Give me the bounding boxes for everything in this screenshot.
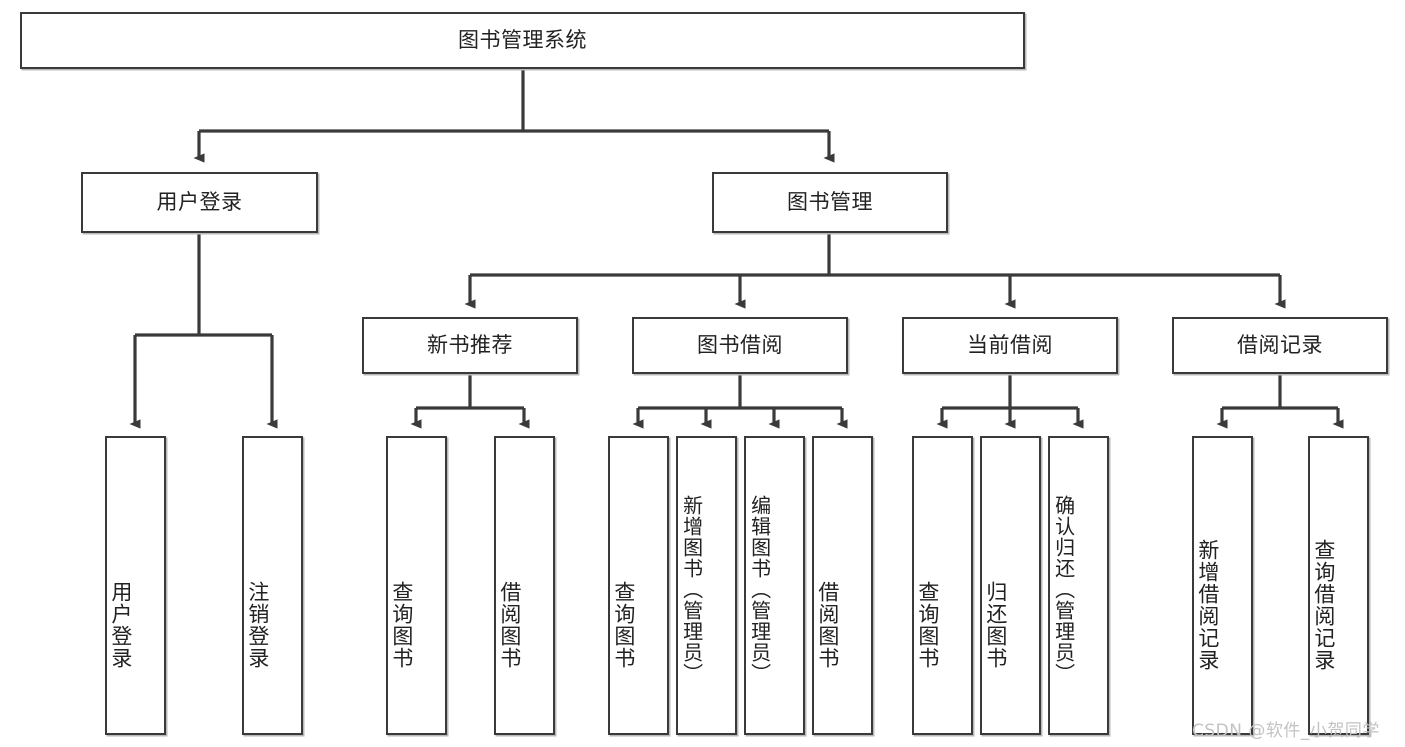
node-book-borrow[interactable]: 图书借阅 — [632, 317, 848, 374]
leaf-query-book-3[interactable]: 查询图书 — [912, 436, 973, 735]
leaf-user-login[interactable]: 用户登录 — [105, 436, 166, 735]
leaf-return-book[interactable]: 归还图书 — [980, 436, 1041, 735]
leaf-confirm-return[interactable]: 确认归还（管理员） — [1048, 436, 1109, 735]
node-new-book-rec[interactable]: 新书推荐 — [362, 317, 578, 374]
leaf-query-book-2-label: 查询图书 — [611, 580, 636, 669]
watermark: CSDN @软件_小贺同学 — [1192, 721, 1380, 741]
leaf-return-book-label: 归还图书 — [983, 580, 1008, 669]
leaf-query-record[interactable]: 查询借阅记录 — [1308, 436, 1369, 735]
leaf-add-book-label: 新增图书（管理员） — [679, 495, 704, 684]
leaf-borrow-book-1-label: 借阅图书 — [497, 580, 522, 669]
node-borrow-record-label: 借阅记录 — [1237, 333, 1323, 358]
leaf-borrow-book-2-label: 借阅图书 — [815, 580, 840, 669]
node-borrow-record[interactable]: 借阅记录 — [1172, 317, 1388, 374]
node-book-borrow-label: 图书借阅 — [697, 333, 783, 358]
leaf-borrow-book-1[interactable]: 借阅图书 — [494, 436, 555, 735]
leaf-confirm-return-label: 确认归还（管理员） — [1051, 495, 1076, 684]
node-current-borrow[interactable]: 当前借阅 — [902, 317, 1118, 374]
node-user-login-label: 用户登录 — [156, 190, 243, 215]
node-book-manage-label: 图书管理 — [787, 190, 873, 215]
leaf-query-book-1-label: 查询图书 — [389, 580, 414, 669]
node-current-borrow-label: 当前借阅 — [967, 333, 1053, 358]
leaf-add-book[interactable]: 新增图书（管理员） — [676, 436, 737, 735]
leaf-query-book-2[interactable]: 查询图书 — [608, 436, 669, 735]
leaf-add-record[interactable]: 新增借阅记录 — [1192, 436, 1253, 735]
node-root-label: 图书管理系统 — [458, 28, 587, 53]
leaf-edit-book[interactable]: 编辑图书（管理员） — [744, 436, 805, 735]
node-root[interactable]: 图书管理系统 — [20, 12, 1025, 69]
node-user-login[interactable]: 用户登录 — [81, 172, 318, 233]
leaf-borrow-book-2[interactable]: 借阅图书 — [812, 436, 873, 735]
leaf-edit-book-label: 编辑图书（管理员） — [747, 495, 772, 684]
node-new-book-rec-label: 新书推荐 — [427, 333, 513, 358]
leaf-query-book-3-label: 查询图书 — [915, 580, 940, 669]
leaf-user-logout[interactable]: 注销登录 — [242, 436, 303, 735]
node-book-manage[interactable]: 图书管理 — [712, 172, 948, 233]
leaf-query-book-1[interactable]: 查询图书 — [386, 436, 447, 735]
leaf-user-logout-label: 注销登录 — [245, 580, 270, 669]
leaf-add-record-label: 新增借阅记录 — [1195, 538, 1220, 671]
leaf-query-record-label: 查询借阅记录 — [1311, 538, 1336, 671]
leaf-user-login-label: 用户登录 — [108, 580, 133, 669]
